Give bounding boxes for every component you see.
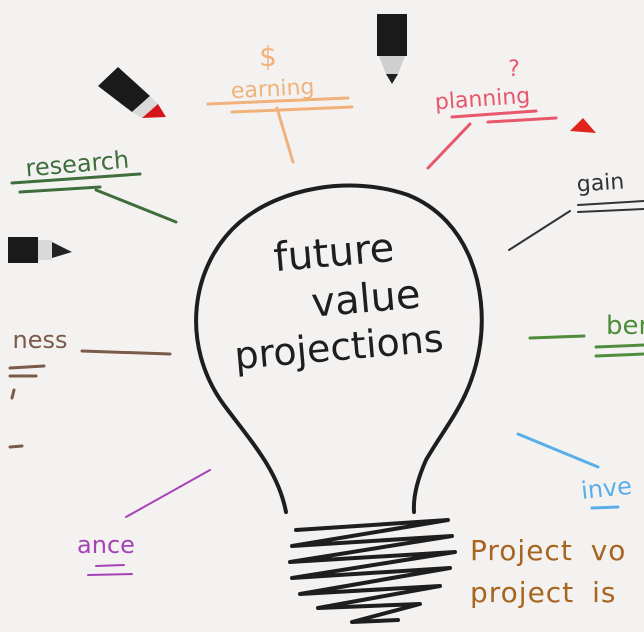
keyword-benefit: ben <box>606 311 644 341</box>
business-lines <box>8 349 172 449</box>
bulb-line-future: future <box>272 225 396 281</box>
research-lines <box>10 172 178 224</box>
dollar-sign: $ <box>259 40 277 73</box>
caption-line-1: Project vo <box>470 534 627 567</box>
keyword-investment: inve <box>580 472 634 505</box>
bulb-line-value: value <box>309 271 422 326</box>
red-marker-icon <box>98 67 166 118</box>
keyword-business: ness <box>13 326 68 354</box>
keyword-finance: ance <box>77 531 135 559</box>
investment-lines <box>516 432 620 510</box>
lightbulb-icon <box>194 183 484 624</box>
red-marker-tip-icon <box>570 118 596 133</box>
finance-lines <box>87 469 211 576</box>
earning-lines <box>206 96 354 164</box>
black-marker-top-icon <box>377 14 407 84</box>
black-marker-left-icon <box>8 237 72 263</box>
gain-lines <box>508 200 644 251</box>
keyword-gain: gain <box>576 169 625 197</box>
planning-lines <box>426 109 558 170</box>
caption-text: Project vo project is <box>470 530 644 614</box>
benefit-lines <box>528 334 644 358</box>
question-mark: ? <box>508 57 520 82</box>
caption-line-2: project is <box>470 576 617 609</box>
